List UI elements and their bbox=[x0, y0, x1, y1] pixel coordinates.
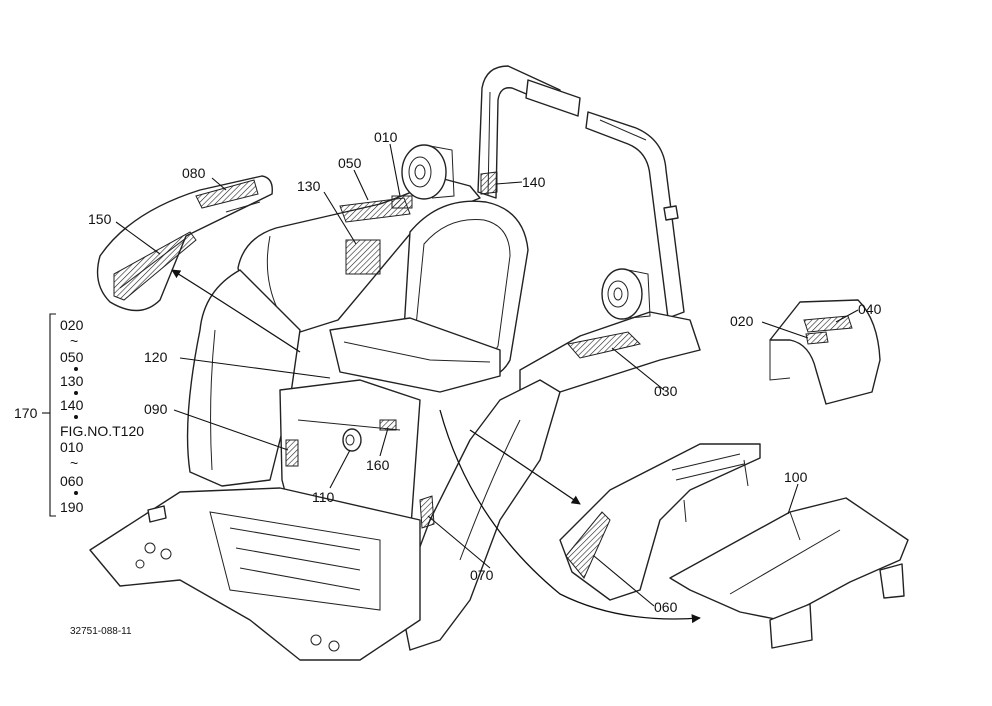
label-030: 030 bbox=[654, 383, 678, 399]
label-160: 160 bbox=[366, 457, 390, 473]
kit-170: 170 020 ~ 050 130 140 FIG.NO.T120 010 ~ … bbox=[14, 313, 144, 517]
label-110: 110 bbox=[312, 489, 335, 505]
drawing-code: 32751-088-11 bbox=[70, 626, 132, 637]
label-130: 130 bbox=[297, 178, 321, 194]
leader-120 bbox=[179, 357, 331, 379]
decal-070 bbox=[419, 495, 435, 529]
label-100: 100 bbox=[784, 469, 808, 485]
leader-080 bbox=[211, 177, 227, 191]
leader-150 bbox=[115, 221, 161, 255]
knob-110 bbox=[342, 428, 362, 452]
decal-050 bbox=[339, 197, 411, 223]
kit-item-1: ~ bbox=[70, 333, 78, 349]
leader-090 bbox=[173, 409, 289, 451]
arrow-fender-left bbox=[171, 269, 301, 353]
decal-140 bbox=[480, 171, 498, 195]
kit-item-9: 190 bbox=[60, 499, 84, 515]
label-060: 060 bbox=[654, 599, 678, 615]
step-bracket bbox=[669, 497, 909, 649]
kit-item-2: 050 bbox=[60, 349, 84, 365]
kit-item-7: ~ bbox=[70, 455, 78, 471]
leader-110 bbox=[329, 449, 351, 489]
label-150: 150 bbox=[88, 211, 112, 227]
operator-seat bbox=[329, 200, 529, 393]
label-070: 070 bbox=[470, 567, 494, 583]
kit-item-0: 020 bbox=[60, 317, 84, 333]
kit-item-5: FIG.NO.T120 bbox=[60, 423, 144, 439]
label-120: 120 bbox=[144, 349, 168, 365]
kit-item-3: 130 bbox=[60, 373, 84, 389]
lamp-cover-right bbox=[769, 299, 881, 405]
decal-030 bbox=[567, 331, 641, 359]
kit-item-4: 140 bbox=[60, 397, 84, 413]
label-010: 010 bbox=[374, 129, 398, 145]
fender-panel-right bbox=[559, 443, 761, 601]
kit-item-6: 010 bbox=[60, 439, 84, 455]
label-020: 020 bbox=[730, 313, 754, 329]
label-080: 080 bbox=[182, 165, 206, 181]
leader-160 bbox=[379, 427, 389, 457]
kit-item-8: 060 bbox=[60, 473, 84, 489]
leader-130 bbox=[323, 191, 357, 245]
label-140: 140 bbox=[522, 174, 546, 190]
arrow-step-bracket bbox=[439, 409, 701, 624]
work-light-right bbox=[601, 268, 651, 320]
arrow-fender-right bbox=[469, 429, 581, 505]
label-050: 050 bbox=[338, 155, 362, 171]
leader-100 bbox=[787, 483, 799, 515]
leader-060 bbox=[593, 555, 655, 607]
leader-040 bbox=[835, 309, 859, 323]
label-090: 090 bbox=[144, 401, 168, 417]
leader-030 bbox=[611, 347, 665, 391]
leader-020 bbox=[761, 321, 809, 339]
work-light-left bbox=[401, 144, 455, 200]
leader-070 bbox=[427, 515, 491, 569]
leader-140 bbox=[495, 181, 523, 185]
leader-010 bbox=[389, 143, 401, 197]
label-040: 040 bbox=[858, 301, 882, 317]
operator-platform-body bbox=[89, 177, 701, 661]
fender-panel-left bbox=[96, 175, 273, 312]
decal-090 bbox=[285, 439, 299, 467]
kit-number: 170 bbox=[14, 405, 38, 421]
leader-050 bbox=[353, 169, 369, 201]
kit-bracket bbox=[49, 313, 56, 517]
decal-130 bbox=[345, 239, 381, 275]
